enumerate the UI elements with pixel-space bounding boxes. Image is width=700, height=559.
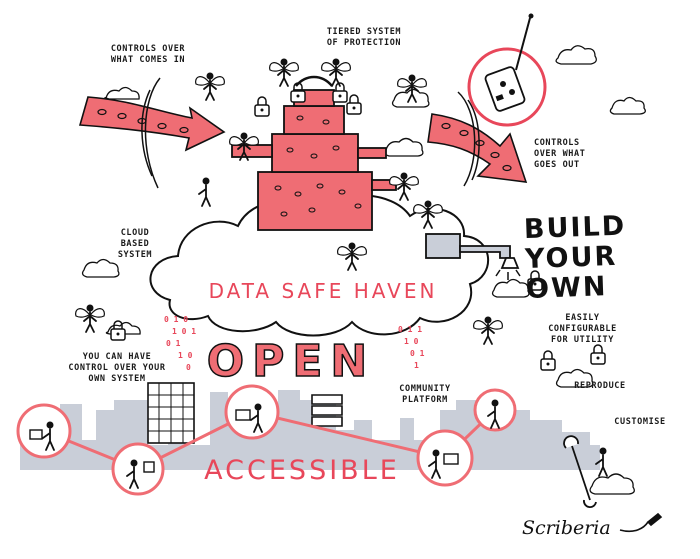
lock-icon bbox=[346, 94, 362, 115]
guardian-angel-figure bbox=[268, 57, 300, 87]
reproduce-label: REPRODUCE bbox=[574, 381, 626, 391]
tiered-protection-label: TIERED SYSTEM OF PROTECTION bbox=[326, 27, 402, 48]
network-node bbox=[416, 429, 474, 487]
outgoing-arrow bbox=[427, 113, 528, 183]
controls-in-label: CONTROLS OVER WHAT COMES IN bbox=[110, 44, 186, 65]
easily-configurable-label: EASILY CONFIGURABLE FOR UTILITY bbox=[548, 313, 617, 345]
cloud-based-label: CLOUD BASED SYSTEM bbox=[117, 228, 153, 260]
build-your-own-heading: BUILD YOUR OWN bbox=[523, 210, 627, 306]
water-drops bbox=[495, 269, 521, 280]
small-cloud bbox=[589, 473, 635, 495]
open-heading: OPEN bbox=[206, 335, 376, 388]
svg-text:0 1: 0 1 bbox=[410, 349, 425, 358]
network-node bbox=[111, 442, 165, 496]
svg-text:1 0 1: 1 0 1 bbox=[172, 327, 196, 336]
guardian-angel-figure bbox=[194, 71, 226, 101]
tower-building bbox=[311, 394, 343, 427]
lock-icon bbox=[290, 82, 306, 103]
accessible-heading: ACCESSIBLE bbox=[204, 455, 400, 486]
network-node bbox=[224, 384, 280, 440]
remote-control-icon bbox=[467, 13, 547, 127]
guardian-angel-figure bbox=[74, 303, 106, 333]
data-rain: 0 1 0 1 0 1 0 1 1 0 0 0 1 1 1 0 0 1 1 bbox=[164, 315, 425, 372]
control-own-system-label: YOU CAN HAVE CONTROL OVER YOUR OWN SYSTE… bbox=[68, 352, 166, 384]
svg-text:0 1 1: 0 1 1 bbox=[398, 325, 422, 334]
wrench-icon bbox=[563, 435, 597, 508]
svg-text:0 1 0: 0 1 0 bbox=[164, 315, 188, 324]
data-safe-haven-heading: DATA SAFE HAVEN bbox=[208, 279, 438, 303]
tap-machine bbox=[425, 233, 520, 269]
guardian-angel-figure bbox=[472, 315, 504, 345]
office-building bbox=[147, 382, 195, 444]
svg-text:0: 0 bbox=[186, 363, 191, 372]
network-node bbox=[16, 403, 72, 459]
customise-label: CUSTOMISE bbox=[614, 417, 666, 427]
tiered-protection-tower bbox=[231, 75, 397, 231]
svg-text:1 0: 1 0 bbox=[404, 337, 419, 346]
community-platform-label: COMMUNITY PLATFORM bbox=[399, 384, 451, 405]
lock-icon bbox=[590, 344, 606, 365]
gate-ring bbox=[457, 91, 480, 187]
incoming-arrow bbox=[78, 96, 226, 152]
svg-text:1 0: 1 0 bbox=[178, 351, 193, 360]
person-figure bbox=[198, 176, 211, 207]
svg-text:0 1: 0 1 bbox=[166, 339, 181, 348]
lock-icon bbox=[254, 96, 270, 117]
network-node bbox=[473, 388, 517, 432]
controls-out-label: CONTROLS OVER WHAT GOES OUT bbox=[534, 138, 586, 170]
lock-icon bbox=[540, 350, 556, 371]
svg-text:1: 1 bbox=[414, 361, 419, 370]
gate-ring bbox=[141, 77, 161, 189]
scriberia-signature: Scriberia bbox=[522, 517, 611, 539]
pen-icon bbox=[619, 512, 663, 533]
